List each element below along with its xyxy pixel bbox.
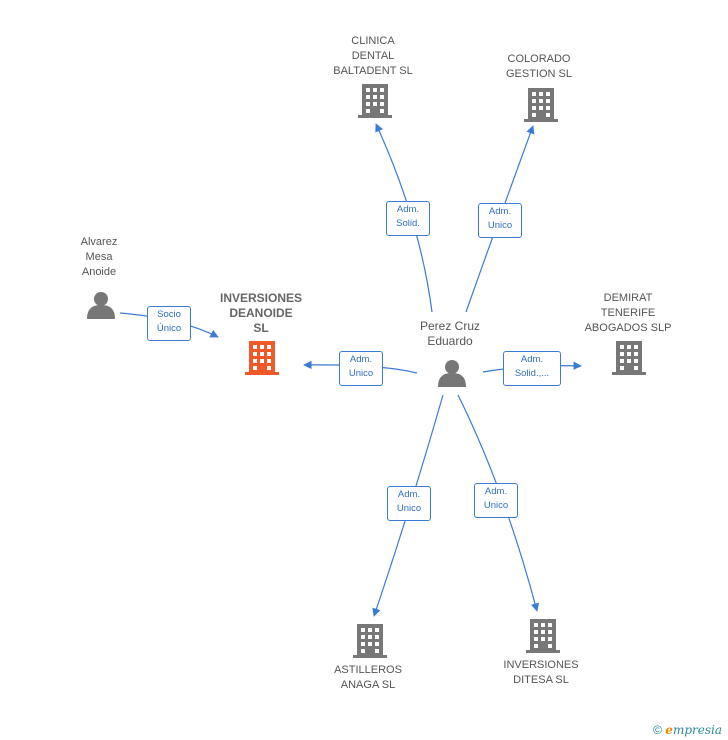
edge-label-adm-solid-demirat[interactable]: Adm. Solid.,... bbox=[503, 351, 561, 386]
node-label-inversiones-deanoide[interactable]: INVERSIONES DEANOIDE SL bbox=[219, 291, 303, 335]
building-icon[interactable] bbox=[612, 341, 646, 375]
node-label-astilleros-anaga[interactable]: ASTILLEROS ANAGA SL bbox=[334, 664, 402, 691]
building-icon[interactable] bbox=[358, 84, 392, 118]
node-label-clinica-dental-baltadent[interactable]: CLINICA DENTAL BALTADENT SL bbox=[333, 35, 413, 77]
building-icon[interactable] bbox=[526, 619, 560, 653]
edge-label-adm-solid-clinica[interactable]: Adm. Solid. bbox=[386, 201, 430, 236]
edge-label-adm-unico-astilleros[interactable]: Adm. Unico bbox=[387, 486, 431, 521]
brand-footer: © empresia bbox=[653, 723, 722, 737]
node-label-inversiones-ditesa[interactable]: INVERSIONES DITESA SL bbox=[503, 659, 579, 686]
node-label-alvarez-mesa-anoide[interactable]: Alvarez Mesa Anoide bbox=[80, 236, 118, 278]
node-label-perez-cruz-eduardo[interactable]: Perez Cruz Eduardo bbox=[419, 319, 481, 348]
building-icon[interactable] bbox=[245, 341, 279, 375]
person-icon[interactable] bbox=[87, 292, 115, 319]
person-icon[interactable] bbox=[438, 360, 466, 387]
edge-label-adm-unico-colorado[interactable]: Adm. Unico bbox=[478, 203, 522, 238]
node-label-demirat-tenerife-abogados[interactable]: DEMIRAT TENERIFE ABOGADOS SLP bbox=[584, 292, 672, 334]
edge-label-socio-unico[interactable]: Socio Único bbox=[147, 306, 191, 341]
building-icon[interactable] bbox=[524, 88, 558, 122]
edge-label-adm-unico-ditesa[interactable]: Adm. Unico bbox=[474, 483, 518, 518]
building-icon[interactable] bbox=[353, 624, 387, 658]
brand-logo: empresia bbox=[665, 723, 722, 737]
copyright-icon: © bbox=[653, 723, 662, 737]
edge-label-adm-unico-deanoide[interactable]: Adm. Unico bbox=[339, 351, 383, 386]
node-label-colorado-gestion[interactable]: COLORADO GESTION SL bbox=[505, 53, 573, 80]
